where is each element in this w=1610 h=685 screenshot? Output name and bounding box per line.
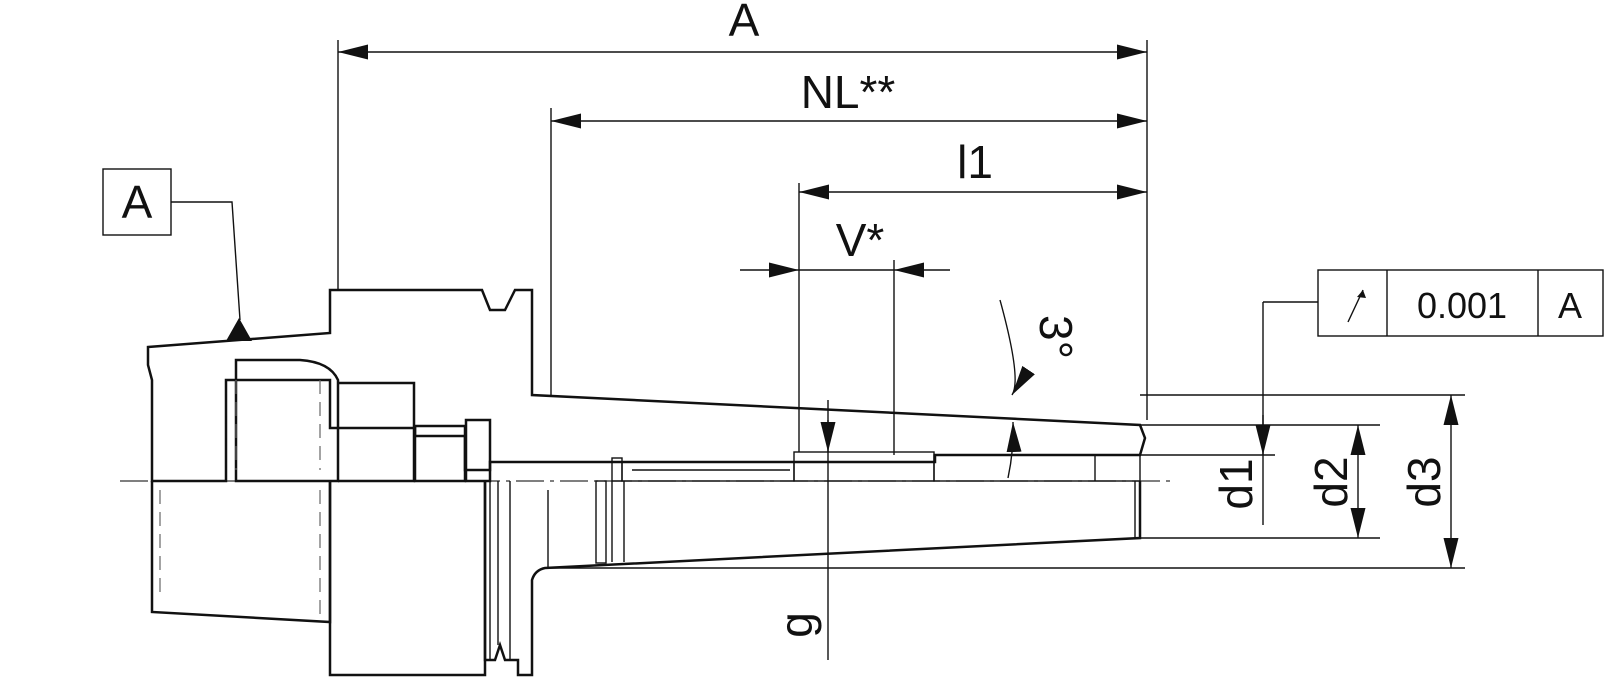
dimension-v: V*	[740, 214, 950, 455]
runout-icon	[1347, 289, 1366, 323]
dimension-g: g	[770, 400, 836, 660]
datum-label: A	[122, 176, 153, 228]
datum-triangle	[226, 318, 252, 341]
dimension-diameters: d1 d2 d3	[545, 301, 1465, 569]
dim-g-label: g	[770, 612, 822, 638]
dimension-angle: 3°	[999, 299, 1465, 479]
dim-l1-label: l1	[957, 136, 993, 188]
dimension-overall: A	[337, 0, 1148, 420]
lower-view	[150, 480, 1142, 677]
dim-d2-label: d2	[1305, 456, 1357, 507]
dimension-l1: l1	[798, 136, 1147, 452]
tolerance-datum: A	[1558, 285, 1582, 326]
dim-angle-label: 3°	[1030, 315, 1082, 359]
feature-control-frame: 0.001 A	[1317, 269, 1604, 337]
dim-d3-label: d3	[1398, 456, 1450, 507]
dim-d1-label: d1	[1210, 458, 1262, 509]
dimension-nl: NL**	[550, 66, 1147, 395]
datum-feature: A	[102, 168, 252, 341]
upper-section	[146, 288, 1147, 483]
dim-nl-label: NL**	[801, 66, 896, 118]
dim-v-label: V*	[836, 214, 885, 266]
tolerance-value: 0.001	[1417, 285, 1507, 326]
dim-a-label: A	[729, 0, 760, 46]
